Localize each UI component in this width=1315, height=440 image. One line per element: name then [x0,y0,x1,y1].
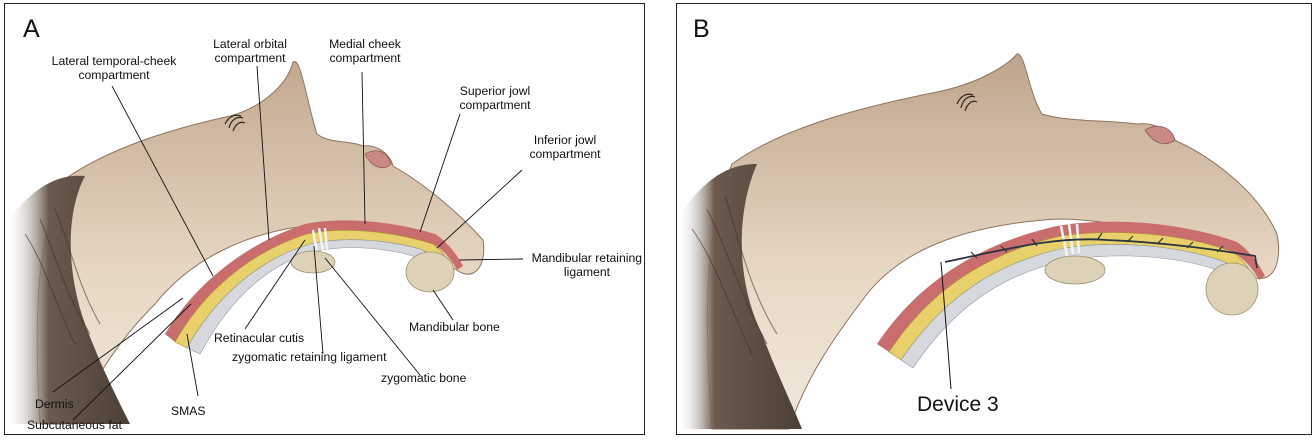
panel-b: B Device 3 [676,3,1312,435]
label-retinacular-cutis: Retinacular cutis [214,331,304,345]
label-lateral-orbital: Lateral orbital compartment [195,37,305,65]
panel-a: A Lateral temporal-cheek compartment Lat… [4,3,645,435]
label-zygomatic-bone: zygomatic bone [381,371,466,385]
label-medial-cheek: Medial cheek compartment [310,37,420,65]
panel-a-letter: A [23,15,40,44]
label-smas: SMAS [171,404,206,418]
panel-b-letter: B [693,15,710,44]
label-mandibular-retaining: Mandibular retaining ligament [532,251,642,279]
label-mandibular-bone: Mandibular bone [409,320,500,334]
label-zygomatic-retaining-ligament: zygomatic retaining ligament [232,350,386,364]
label-superior-jowl: Superior jowl compartment [440,84,550,112]
zygomatic-bone [1045,256,1105,284]
label-device-3: Device 3 [917,393,999,417]
label-subcutaneous-fat: Subcutaneous fat [27,418,122,432]
panel-b-illustration [677,4,1312,435]
mandibular-bone [406,252,454,292]
mandibular-bone [1206,263,1258,315]
label-dermis: Dermis [35,397,74,411]
label-inferior-jowl: Inferior jowl compartment [510,133,620,161]
label-lateral-temporal-cheek: Lateral temporal-cheek compartment [29,54,199,82]
